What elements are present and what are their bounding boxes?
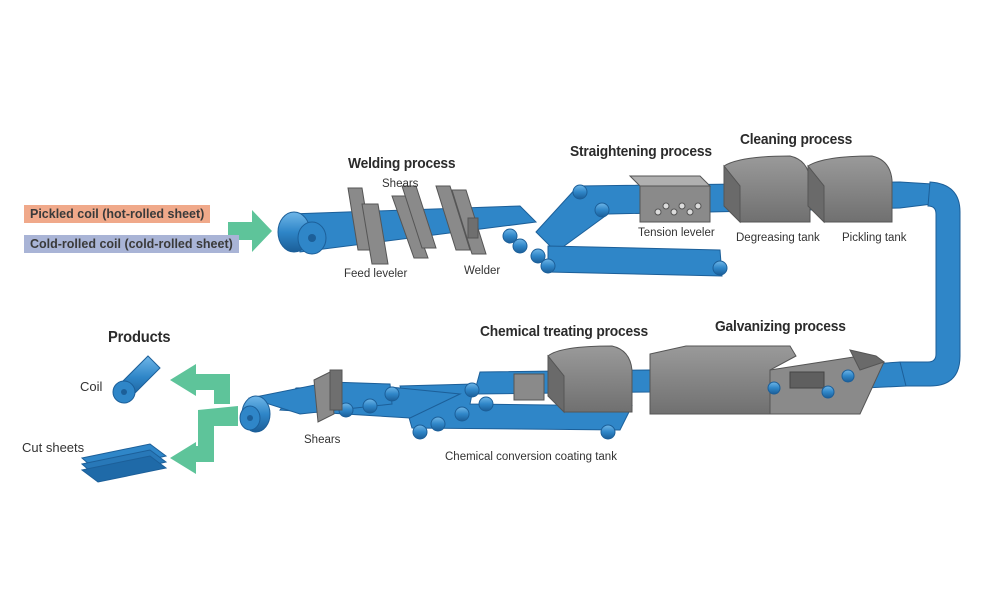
heading-welding: Welding process (348, 155, 456, 172)
galvanizing-machine (649, 345, 886, 415)
bottom-shears-machine (313, 369, 343, 423)
degreasing-tank-machine (723, 155, 811, 224)
product-coil (112, 355, 161, 404)
recoiler (239, 395, 271, 433)
rollers-bottom (338, 382, 616, 440)
input-cold-rolled-label: Cold-rolled coil (cold-rolled sheet) (24, 235, 239, 253)
label-degreasing-tank: Degreasing tank (736, 232, 820, 244)
input-pickled-coil: Pickled coil (hot-rolled sheet) (18, 203, 216, 225)
label-product-coil: Coil (80, 379, 103, 394)
feed-leveler-machine (347, 185, 437, 265)
label-tension-leveler: Tension leveler (638, 227, 715, 239)
rollers-top-left (502, 184, 728, 276)
heading-products: Products (108, 329, 171, 346)
heading-galvanizing: Galvanizing process (715, 318, 846, 335)
input-pickled-label: Pickled coil (hot-rolled sheet) (24, 205, 211, 223)
label-shears-top: Shears (382, 178, 419, 190)
heading-chemical: Chemical treating process (480, 323, 648, 340)
heading-straightening: Straightening process (570, 143, 712, 160)
label-chem-tank: Chemical conversion coating tank (445, 451, 617, 463)
welder-machine (435, 185, 487, 255)
output-arrows (170, 364, 238, 474)
label-feed-leveler: Feed leveler (344, 268, 408, 280)
heading-cleaning: Cleaning process (740, 131, 853, 148)
tension-leveler-machine (628, 175, 712, 223)
input-arrow (228, 210, 272, 252)
pickling-tank-machine (807, 155, 893, 224)
label-welder: Welder (464, 265, 501, 277)
feed-coil (277, 211, 327, 255)
label-product-cut-sheets: Cut sheets (22, 440, 85, 455)
input-cold-rolled-coil: Cold-rolled coil (cold-rolled sheet) (18, 233, 245, 255)
product-cut-sheets (80, 443, 168, 483)
label-pickling-tank: Pickling tank (842, 232, 907, 244)
chemical-tank-machine (513, 345, 633, 414)
label-shears-bottom: Shears (304, 434, 341, 446)
